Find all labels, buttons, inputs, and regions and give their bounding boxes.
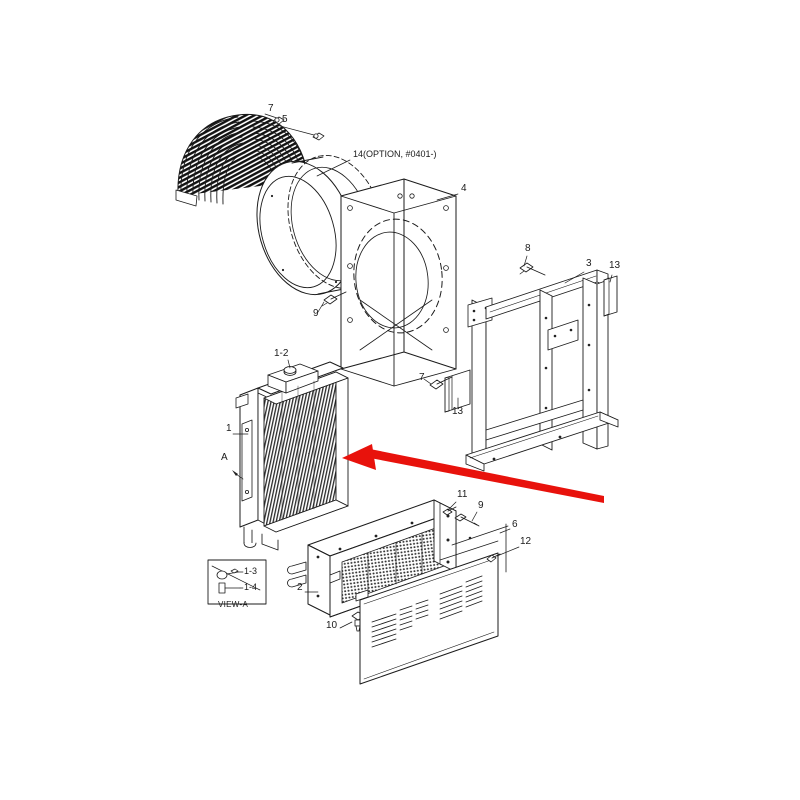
bolt-9-lower [454, 513, 480, 527]
bolt-11 [442, 506, 457, 516]
callout-9-lower: 9 [478, 500, 484, 511]
callout-14-option: 14(OPTION, #0401-) [353, 149, 437, 159]
radiator-part-1 [235, 361, 349, 551]
callout-1-3: 1-3 [244, 566, 258, 576]
callout-4: 4 [461, 183, 467, 194]
callout-7-lower: 7 [419, 372, 425, 383]
callout-3: 3 [586, 258, 592, 269]
callout-10: 10 [326, 620, 338, 631]
view-a-detail-box [207, 559, 267, 605]
callout-9-upper: 9 [313, 308, 319, 319]
oil-cooler-part-2 [287, 499, 457, 618]
callout-1-2: 1-2 [274, 348, 289, 359]
cooler-frame-part-3 [465, 269, 619, 472]
callout-6: 6 [512, 519, 518, 530]
callout-1-4: 1-4 [244, 582, 258, 592]
fan-shroud-part-4 [340, 178, 457, 387]
callout-7-upper: 7 [268, 103, 274, 114]
bolt-12 [486, 553, 501, 563]
callout-11: 11 [457, 489, 468, 500]
callout-1: 1 [226, 423, 232, 434]
callout-13-left: 13 [452, 406, 464, 417]
callout-12: 12 [520, 536, 532, 547]
bolt-7-lower [429, 376, 453, 390]
callout-8: 8 [525, 243, 531, 254]
section-marker-a: A [221, 452, 228, 463]
callout-5: 5 [282, 114, 288, 125]
mounting-bracket-13-right [603, 275, 618, 317]
mounting-bracket-13-left [444, 369, 471, 413]
bolt-9-upper [321, 291, 347, 307]
highlight-arrow [342, 444, 604, 503]
view-a-label: VIEW-A [218, 600, 249, 609]
bolt-8 [519, 262, 546, 276]
callout-2: 2 [297, 582, 303, 593]
callout-13-right: 13 [609, 260, 621, 271]
louvered-side-panel-part-6 [359, 523, 509, 685]
